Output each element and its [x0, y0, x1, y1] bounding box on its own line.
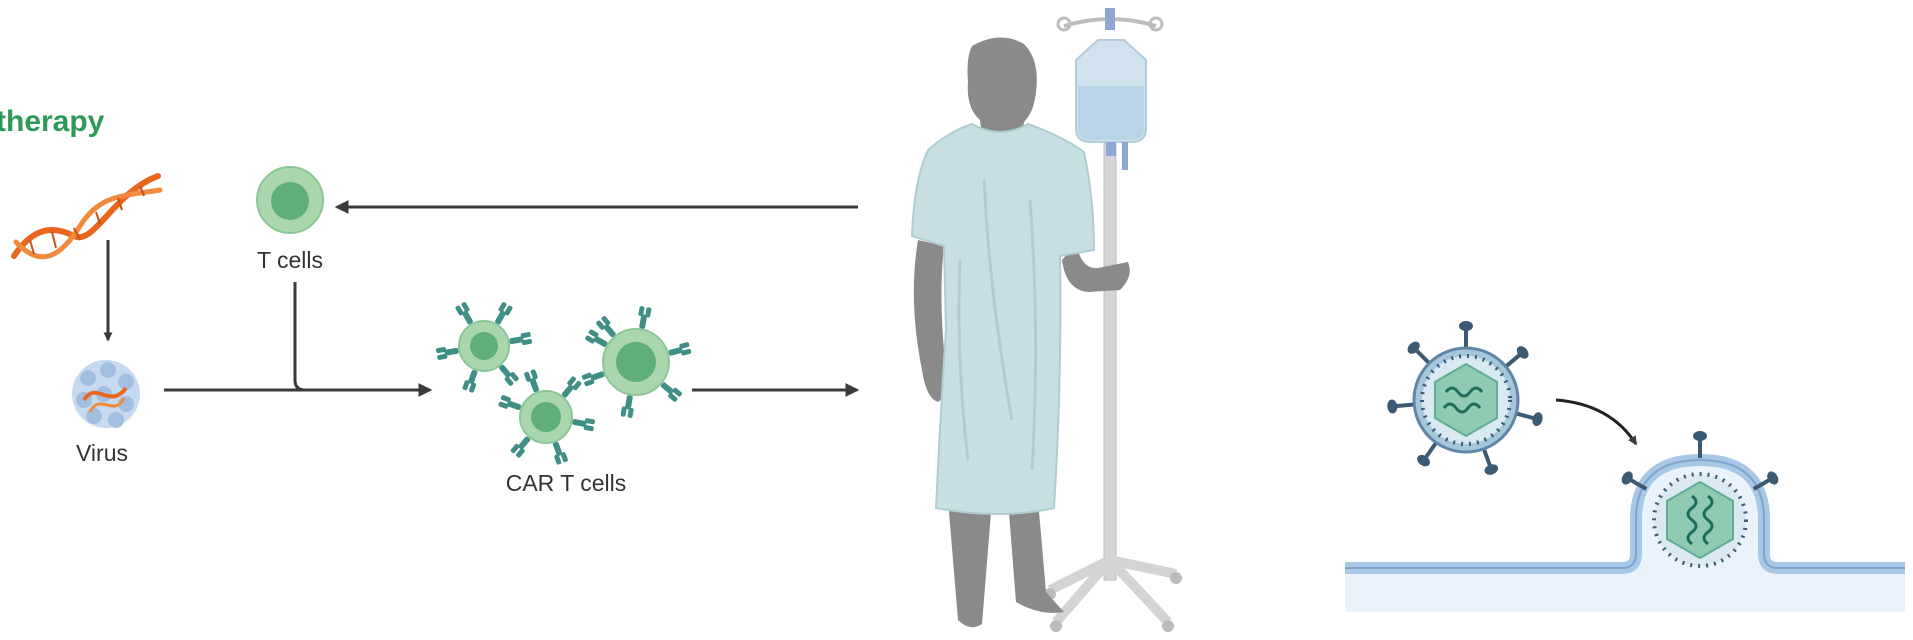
car-t-cell-icon	[436, 301, 692, 465]
t-cells-label: T cells	[257, 247, 323, 273]
car-t-cells-label: CAR T cells	[506, 470, 627, 496]
heading: therapy	[0, 105, 105, 138]
virus-particle-icon	[72, 360, 140, 428]
enveloped-virus-icon	[1387, 321, 1781, 566]
virus-label: Virus	[76, 440, 128, 466]
t-cell-icon	[257, 167, 323, 233]
tcells-to-cart-arrow	[295, 282, 430, 390]
iv-drip-icon	[1044, 8, 1182, 632]
dna-icon	[14, 176, 160, 257]
